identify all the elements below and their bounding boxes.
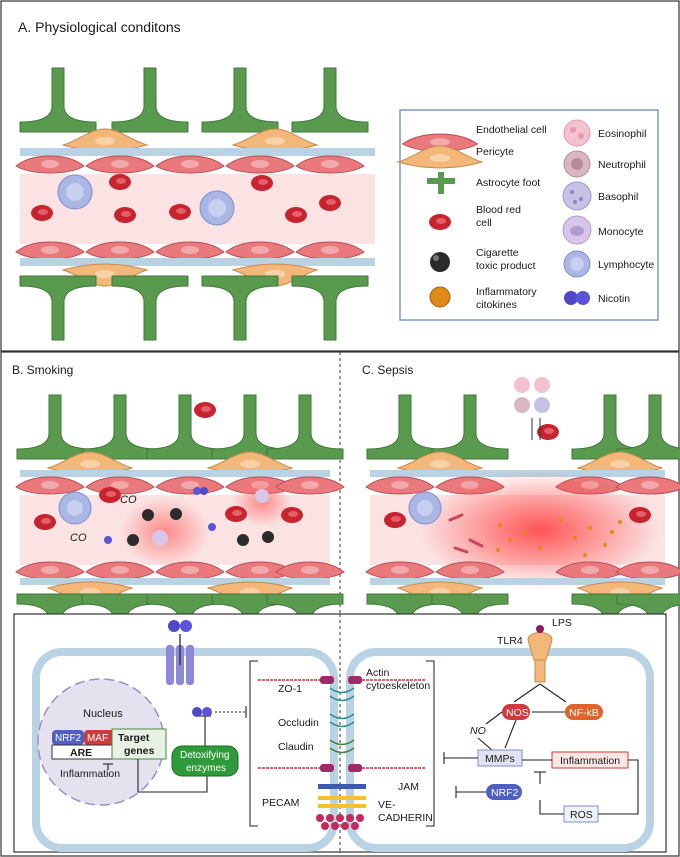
panel-a-title: A. Physiological conditons [18,19,181,35]
tlr4-label: TLR4 [497,635,523,647]
legend-basophil: Basophil [598,191,638,203]
legend-monocyte: Monocyte [598,226,644,238]
ve-1: VE- [378,799,396,811]
are-label: ARE [70,747,92,759]
nos-label: NOS [506,707,529,719]
detail-box: Nucleus NRF2 MAF ARE Target genes Inflam… [13,613,667,853]
legend-infl-2: citokines [476,299,517,311]
target-2: genes [124,745,155,757]
actin-2: cytoeskeleton [366,680,430,692]
legend-eosinophil: Eosinophil [598,128,646,140]
vessel-smoking: CO CO [15,394,345,659]
legend-rbc-2: cell [476,217,492,229]
vessel-a [15,67,375,341]
lps-label: LPS [552,617,572,629]
nrf2-left: NRF2 [55,733,82,744]
legend-nicotin: Nicotin [598,293,630,305]
legend-endothelial: Endothelial cell [476,124,547,136]
legend-cytokine-icon [429,286,451,308]
nicotine-receptor [166,620,194,685]
pecam-label: PECAM [262,797,299,809]
panel-b-title: B. Smoking [12,363,73,377]
detox-1: Detoxifying [180,750,229,761]
zo1-label: ZO-1 [278,683,302,695]
panel-a: A. Physiological conditons [0,0,680,352]
tlr4-receptor [513,625,567,703]
vessel-sepsis [365,377,680,659]
ros-label: ROS [570,809,593,821]
legend-astrocyte: Astrocyte foot [476,177,540,189]
nucleus-label: Nucleus [83,708,123,720]
legend-pericyte: Pericyte [476,146,514,158]
ve-2: CADHERIN [378,812,433,824]
panel-c-title: C. Sepsis [362,363,413,377]
legend-cig-1: Cigarette [476,247,519,259]
legend: Endothelial cell Pericyte Astrocyte foot… [397,109,659,321]
legend-nicotin-icon [564,291,590,305]
legend-astrocyte-icon [427,172,455,194]
mmps-label: MMPs [485,753,515,765]
legend-neutrophil: Neutrophil [598,159,646,171]
panels-bc: B. Smoking C. Sepsis CO CO [0,351,680,857]
legend-rbc-1: Blood red [476,204,521,216]
legend-basophil-icon [562,181,592,211]
actin-1: Actin [366,667,390,679]
detox-2: enzymes [186,763,226,774]
occludin-label: Occludin [278,717,319,729]
claudin-label: Claudin [278,741,314,753]
nrf2-right: NRF2 [491,787,519,799]
co-label-2: CO [70,532,87,544]
nfkb-label: NF-kB [569,707,599,719]
inflammation-left: Inflammation [60,768,120,780]
legend-eosinophil-icon [563,119,591,147]
jam-label: JAM [398,781,419,793]
co-label-1: CO [120,494,137,506]
target-1: Target [118,732,150,744]
legend-infl-1: Inflammatory [476,286,537,298]
inflammation-right: Inflammation [560,755,620,767]
no-label: NO [470,725,486,737]
legend-rbc-icon [429,214,451,230]
legend-lymphocyte: Lymphocyte [598,259,654,271]
maf-label: MAF [87,733,108,744]
legend-cigarette-icon [430,252,450,272]
legend-cig-2: toxic product [476,260,536,272]
